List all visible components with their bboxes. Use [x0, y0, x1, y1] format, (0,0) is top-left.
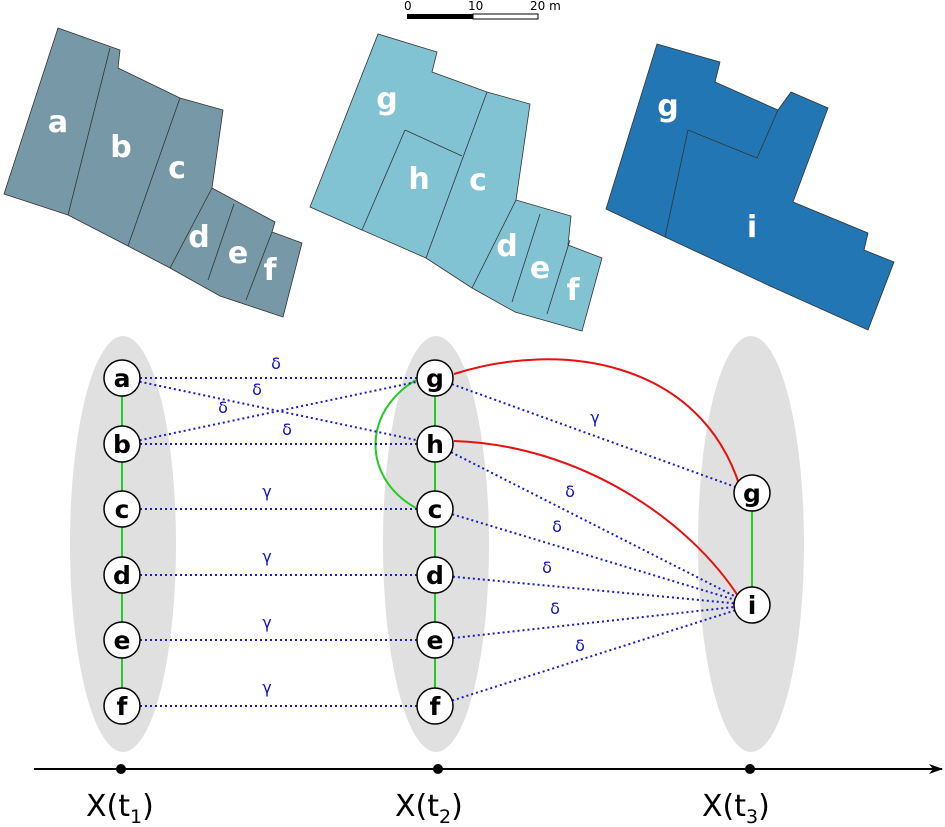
parcel-label: e	[530, 251, 550, 286]
parcel-boundary	[361, 129, 406, 231]
parcel-boundary	[664, 109, 779, 238]
transition-label: δ	[271, 354, 281, 373]
transition-edge	[450, 451, 737, 598]
transition-label: δ	[565, 482, 575, 501]
node-label: d	[426, 561, 444, 590]
parcel-map-t1-outline	[3, 27, 303, 318]
node-circle	[733, 586, 771, 624]
node-circle	[103, 556, 141, 594]
transition-edge	[452, 605, 735, 640]
parcel-label: b	[110, 130, 131, 165]
scale-bar-light-segment	[472, 13, 539, 20]
node-label: f	[430, 692, 442, 721]
parcel-label: g	[376, 82, 397, 117]
time-point-t3	[745, 764, 755, 774]
parcel-boundary	[425, 91, 488, 259]
filiation-edge	[453, 440, 741, 600]
node-circle	[416, 425, 454, 463]
parcel-map-t1: a b c d e f	[3, 27, 303, 318]
scale-bar-dark-segment	[407, 14, 473, 19]
transition-label: γ	[262, 678, 271, 697]
transition-label: δ	[282, 420, 292, 439]
parcel-boundary	[67, 47, 111, 216]
transition-label: δ	[550, 599, 560, 618]
node-label: h	[426, 430, 444, 459]
parcel-boundary	[404, 129, 463, 157]
parcel-boundary	[546, 239, 571, 315]
node-label: e	[427, 626, 444, 655]
transition-label: δ	[542, 558, 552, 577]
time-label-t2: X(t2)	[395, 789, 463, 827]
parcel-label: d	[188, 220, 209, 255]
transition-edge	[451, 383, 736, 488]
node-label: f	[117, 692, 129, 721]
parcel-label: d	[496, 229, 517, 264]
parcel-label: i	[747, 210, 757, 245]
transition-edge	[451, 513, 736, 601]
time-label-t1: X(t1)	[86, 789, 154, 827]
node-circle	[416, 490, 454, 528]
node-label: i	[748, 591, 757, 620]
transition-label: δ	[252, 380, 262, 399]
scale-label-10: 10	[468, 0, 483, 13]
parcel-label: c	[469, 163, 487, 198]
time-label-t3: X(t3)	[702, 789, 770, 827]
parcel-boundary	[169, 187, 213, 269]
node-circle	[416, 556, 454, 594]
node-label: e	[114, 626, 131, 655]
parcel-map-t2-outline	[309, 33, 603, 332]
node-circle	[733, 474, 771, 512]
filiation-edge	[453, 358, 741, 488]
parcel-map-t2: g h c d e f	[309, 33, 603, 332]
scale-label-20m: 20 m	[530, 0, 561, 13]
parcel-boundary	[207, 203, 235, 281]
parcel-boundary	[127, 97, 181, 247]
node-circle	[416, 359, 454, 397]
parcel-label: c	[168, 151, 186, 186]
parcel-map-t3: g i	[605, 43, 895, 331]
node-label: a	[114, 364, 131, 393]
transition-edge	[452, 575, 735, 605]
transition-label: δ	[552, 517, 562, 536]
node-label: c	[428, 495, 443, 524]
node-label: g	[426, 364, 444, 393]
parcel-boundary	[471, 199, 517, 289]
parcel-label: f	[263, 253, 277, 288]
node-circle	[416, 687, 454, 725]
node-label: c	[115, 495, 130, 524]
scale-bar: 0 10 20 m	[404, 0, 561, 20]
time-point-t2	[433, 764, 443, 774]
timeline: X(t1) X(t2) X(t3)	[34, 764, 943, 827]
parcel-boundary	[511, 213, 541, 303]
parcel-label: f	[566, 273, 580, 308]
transition-label: γ	[262, 482, 271, 501]
node-circle	[103, 425, 141, 463]
parcel-label: h	[408, 162, 429, 197]
scale-label-0: 0	[404, 0, 412, 13]
transition-label: γ	[262, 547, 271, 566]
node-circle	[103, 687, 141, 725]
parcel-label: e	[228, 236, 248, 271]
transition-label: γ	[590, 408, 599, 427]
parcel-label: g	[657, 89, 678, 124]
node-label: b	[113, 430, 131, 459]
node-circle	[103, 490, 141, 528]
transition-edge	[139, 380, 418, 442]
node-circle	[103, 621, 141, 659]
transition-label: δ	[575, 636, 585, 655]
node-circle	[416, 621, 454, 659]
time-point-t1	[116, 764, 126, 774]
parcel-label: a	[48, 105, 68, 140]
parcel-boundary	[245, 231, 273, 301]
transition-edge	[451, 609, 736, 702]
transition-label: δ	[218, 398, 228, 417]
node-circle	[103, 359, 141, 397]
transition-label: γ	[262, 613, 271, 632]
node-label: d	[113, 561, 131, 590]
parcel-map-t3-outline	[605, 43, 895, 331]
node-label: g	[743, 479, 761, 508]
